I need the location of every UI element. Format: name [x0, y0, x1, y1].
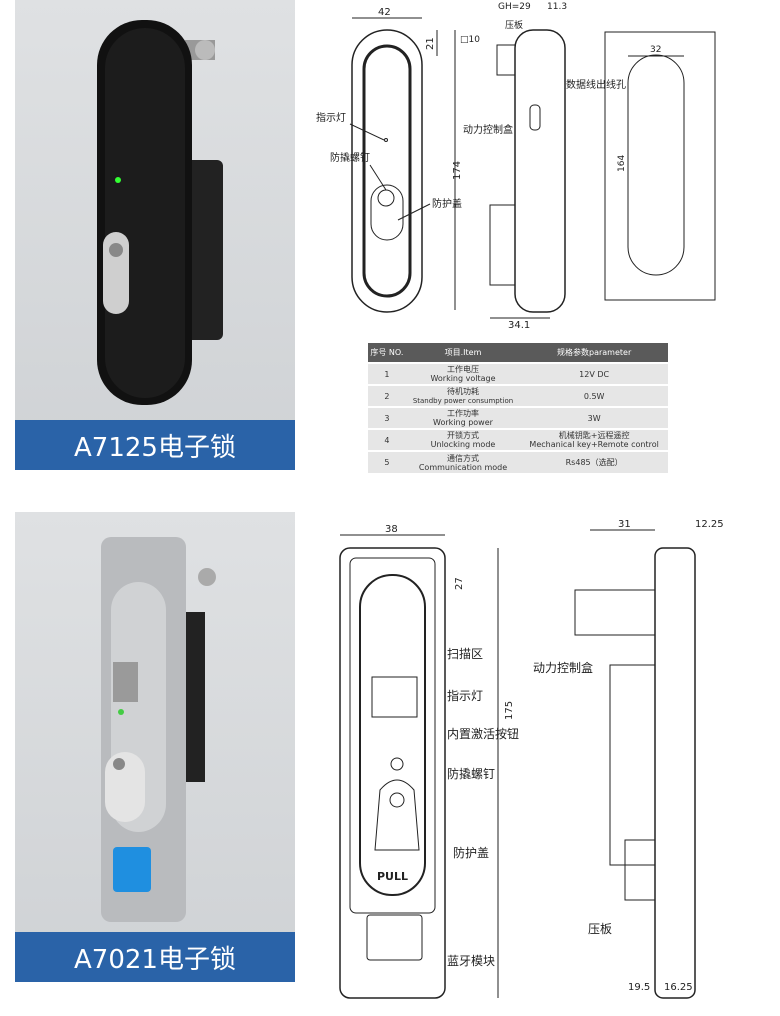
callout-indicator: 指示灯	[447, 688, 483, 703]
dim-gh: GH=29	[498, 2, 531, 12]
product-panel-a7021: A7021电子锁	[15, 512, 295, 982]
header-no: 序号 NO.	[368, 343, 406, 363]
dim-depth: 34.1	[508, 320, 530, 331]
product-panel-a7125: A7125电子锁	[15, 0, 295, 470]
product-label: A7021电子锁	[15, 932, 295, 982]
a7125-lock-image	[97, 20, 223, 405]
pull-text: PULL	[377, 870, 408, 883]
callout-bluetooth: 蓝牙模块	[447, 954, 495, 968]
callout-screw: 防撬螺钉	[330, 151, 370, 164]
dim-bottom-b: 16.25	[664, 982, 693, 993]
dim-height: 174	[452, 161, 463, 180]
callout-plate: 压板	[505, 19, 523, 31]
a7021-lock-image	[101, 537, 216, 922]
callout-cover: 防护盖	[432, 197, 462, 210]
callout-cable-hole: 数据线出线孔	[566, 78, 626, 91]
callout-plate: 压板	[588, 922, 612, 936]
dim-height: 175	[504, 701, 515, 720]
callout-screw: 防撬螺钉	[447, 766, 495, 781]
dim-depth: 31	[618, 519, 631, 530]
callout-control-box: 动力控制盒	[533, 660, 593, 675]
dim-bottom-a: 19.5	[628, 982, 650, 993]
dim-slot-height: 164	[617, 155, 627, 172]
dim-side: 12.25	[695, 519, 724, 530]
callout-scan: 扫描区	[447, 647, 483, 661]
dim-width: 42	[378, 7, 391, 18]
dim-top: 27	[454, 577, 465, 590]
dim-side: 11.3	[547, 2, 567, 12]
header-parameter: 规格参数parameter	[520, 343, 668, 363]
dim-slot-width: 32	[650, 45, 661, 55]
product-label: A7125电子锁	[15, 420, 295, 470]
header-item: 项目.Item	[405, 343, 521, 363]
dim-width: 38	[385, 524, 398, 535]
callout-control-box: 动力控制盒	[463, 123, 513, 136]
callout-cover: 防护盖	[453, 845, 489, 860]
callout-button: 内置激活按钮	[447, 726, 519, 741]
dim-top: 21	[425, 37, 436, 50]
dim-square: □10	[460, 35, 480, 45]
a7125-technical-drawing: 42 21 174 指示灯 防撬螺钉 防护盖 GH=29 11.3 □10 压板…	[316, 2, 716, 331]
callout-indicator: 指示灯	[316, 111, 346, 124]
